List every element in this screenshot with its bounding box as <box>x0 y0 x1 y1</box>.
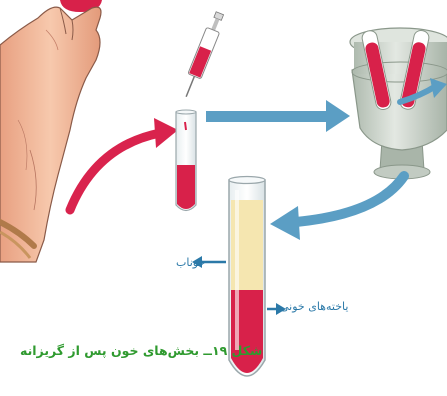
blood-cells-label: یاخته‌های خونی <box>280 300 348 313</box>
red-arrow-head <box>154 118 178 148</box>
centrifuge <box>350 28 447 179</box>
blood-tube-small <box>176 110 196 211</box>
blue-arrow-shaft <box>206 111 328 122</box>
figure-caption: شکل ۱۹ــ بخش‌های خون پس از گریزانه <box>20 343 262 358</box>
blue-curved-arrow <box>296 176 404 222</box>
red-arrow <box>70 133 160 210</box>
blue-arrow-head <box>326 100 350 132</box>
plasma-label: خوناب <box>176 256 205 269</box>
arm-illustration <box>0 7 101 262</box>
blue-curved-arrow-head <box>270 206 300 240</box>
syringe <box>180 11 227 100</box>
